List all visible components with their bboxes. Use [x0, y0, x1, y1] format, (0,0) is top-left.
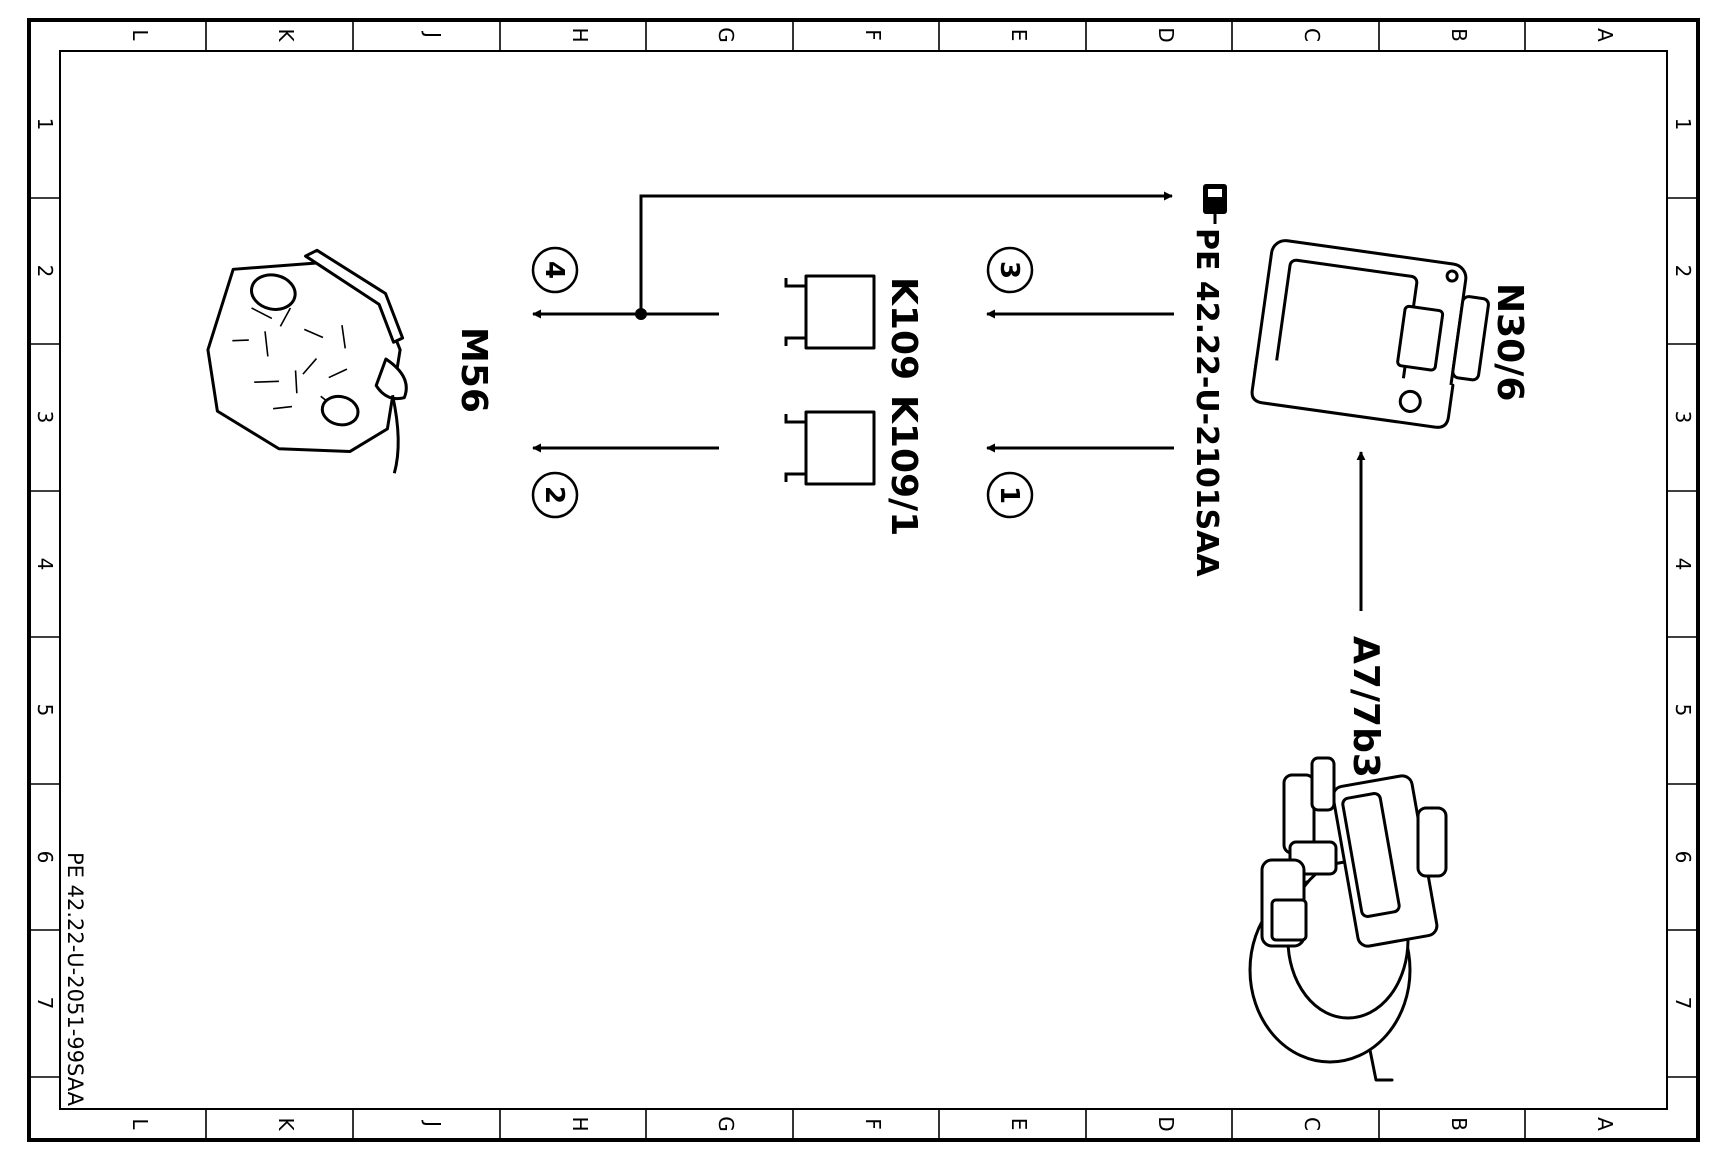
- col-label: F: [861, 1118, 885, 1130]
- row-label: 4: [33, 558, 57, 571]
- row-label: 1: [1671, 118, 1695, 131]
- row-label: 7: [1671, 997, 1695, 1010]
- col-label: H: [568, 27, 592, 42]
- row-label: 4: [1671, 558, 1695, 571]
- row-label: 3: [1671, 411, 1695, 424]
- col-label: G: [714, 27, 738, 43]
- label-a7-7b3: A7/7b3: [1345, 636, 1386, 778]
- drawing-id: PE 42.22-U-2051-99SAA: [63, 852, 87, 1107]
- signal-number: 4: [539, 261, 569, 279]
- relay-k109-1: [784, 410, 876, 486]
- junction-dot: [635, 308, 647, 320]
- reference-document: PE 42.22-U-2101SAA: [1189, 228, 1224, 577]
- row-labels-right: 1 2 3 4 5 6 7: [1671, 118, 1695, 1010]
- col-label: K: [274, 1117, 298, 1131]
- col-label: E: [1007, 1118, 1031, 1131]
- signal-marker-1: 1: [986, 471, 1034, 519]
- row-labels-left: 1 2 3 4 5 6 7: [33, 118, 57, 1010]
- col-label: C: [1300, 28, 1324, 42]
- row-label: 7: [33, 997, 57, 1010]
- col-label: K: [274, 28, 298, 42]
- motor-m56: [206, 248, 408, 474]
- row-label: 5: [33, 704, 57, 717]
- pointing-hand-icon: [1203, 184, 1227, 224]
- col-label: J: [421, 30, 445, 38]
- row-label: 2: [1671, 265, 1695, 278]
- label-n30-6: N30/6: [1489, 283, 1530, 401]
- col-label: E: [1007, 29, 1031, 42]
- row-label: 1: [33, 118, 57, 131]
- signal-marker-4: 4: [531, 246, 579, 294]
- label-k109: K109: [883, 277, 924, 380]
- sensor-a7-7b3: [1248, 756, 1448, 1082]
- label-m56: M56: [453, 327, 494, 413]
- signal-number: 1: [994, 486, 1024, 504]
- col-label: C: [1300, 1117, 1324, 1131]
- col-label: A: [1593, 1117, 1617, 1131]
- label-k109-1: K109/1: [883, 395, 924, 536]
- arrow-branch-to-reference: [639, 191, 1173, 314]
- col-label: D: [1154, 27, 1178, 42]
- col-label: F: [861, 29, 885, 41]
- row-label: 6: [1671, 851, 1695, 864]
- column-labels-top: L K J H G F E D C B A: [128, 27, 1617, 43]
- column-dividers: [205, 20, 1526, 1140]
- col-label: B: [1447, 28, 1471, 42]
- relay-k109: [784, 274, 876, 350]
- outer-frame: [27, 18, 1700, 1142]
- col-label: B: [1447, 1117, 1471, 1131]
- signal-marker-2: 2: [531, 471, 579, 519]
- signal-marker-3: 3: [986, 246, 1034, 294]
- signal-number: 3: [994, 261, 1024, 279]
- col-label: H: [568, 1116, 592, 1131]
- column-labels-bottom: L K J H G F E D C B A: [128, 1116, 1617, 1132]
- col-label: G: [714, 1116, 738, 1132]
- row-label: 6: [33, 851, 57, 864]
- row-label: 3: [33, 411, 57, 424]
- col-label: J: [421, 1119, 445, 1127]
- col-label: L: [128, 29, 152, 41]
- row-label: 5: [1671, 704, 1695, 717]
- row-label: 2: [33, 265, 57, 278]
- col-label: A: [1593, 28, 1617, 42]
- inner-frame: [59, 50, 1668, 1110]
- col-label: L: [128, 1118, 152, 1130]
- control-unit-n30-6: [1250, 239, 1490, 429]
- signal-number: 2: [539, 486, 569, 504]
- col-label: D: [1154, 1116, 1178, 1131]
- row-dividers: [29, 197, 1698, 1078]
